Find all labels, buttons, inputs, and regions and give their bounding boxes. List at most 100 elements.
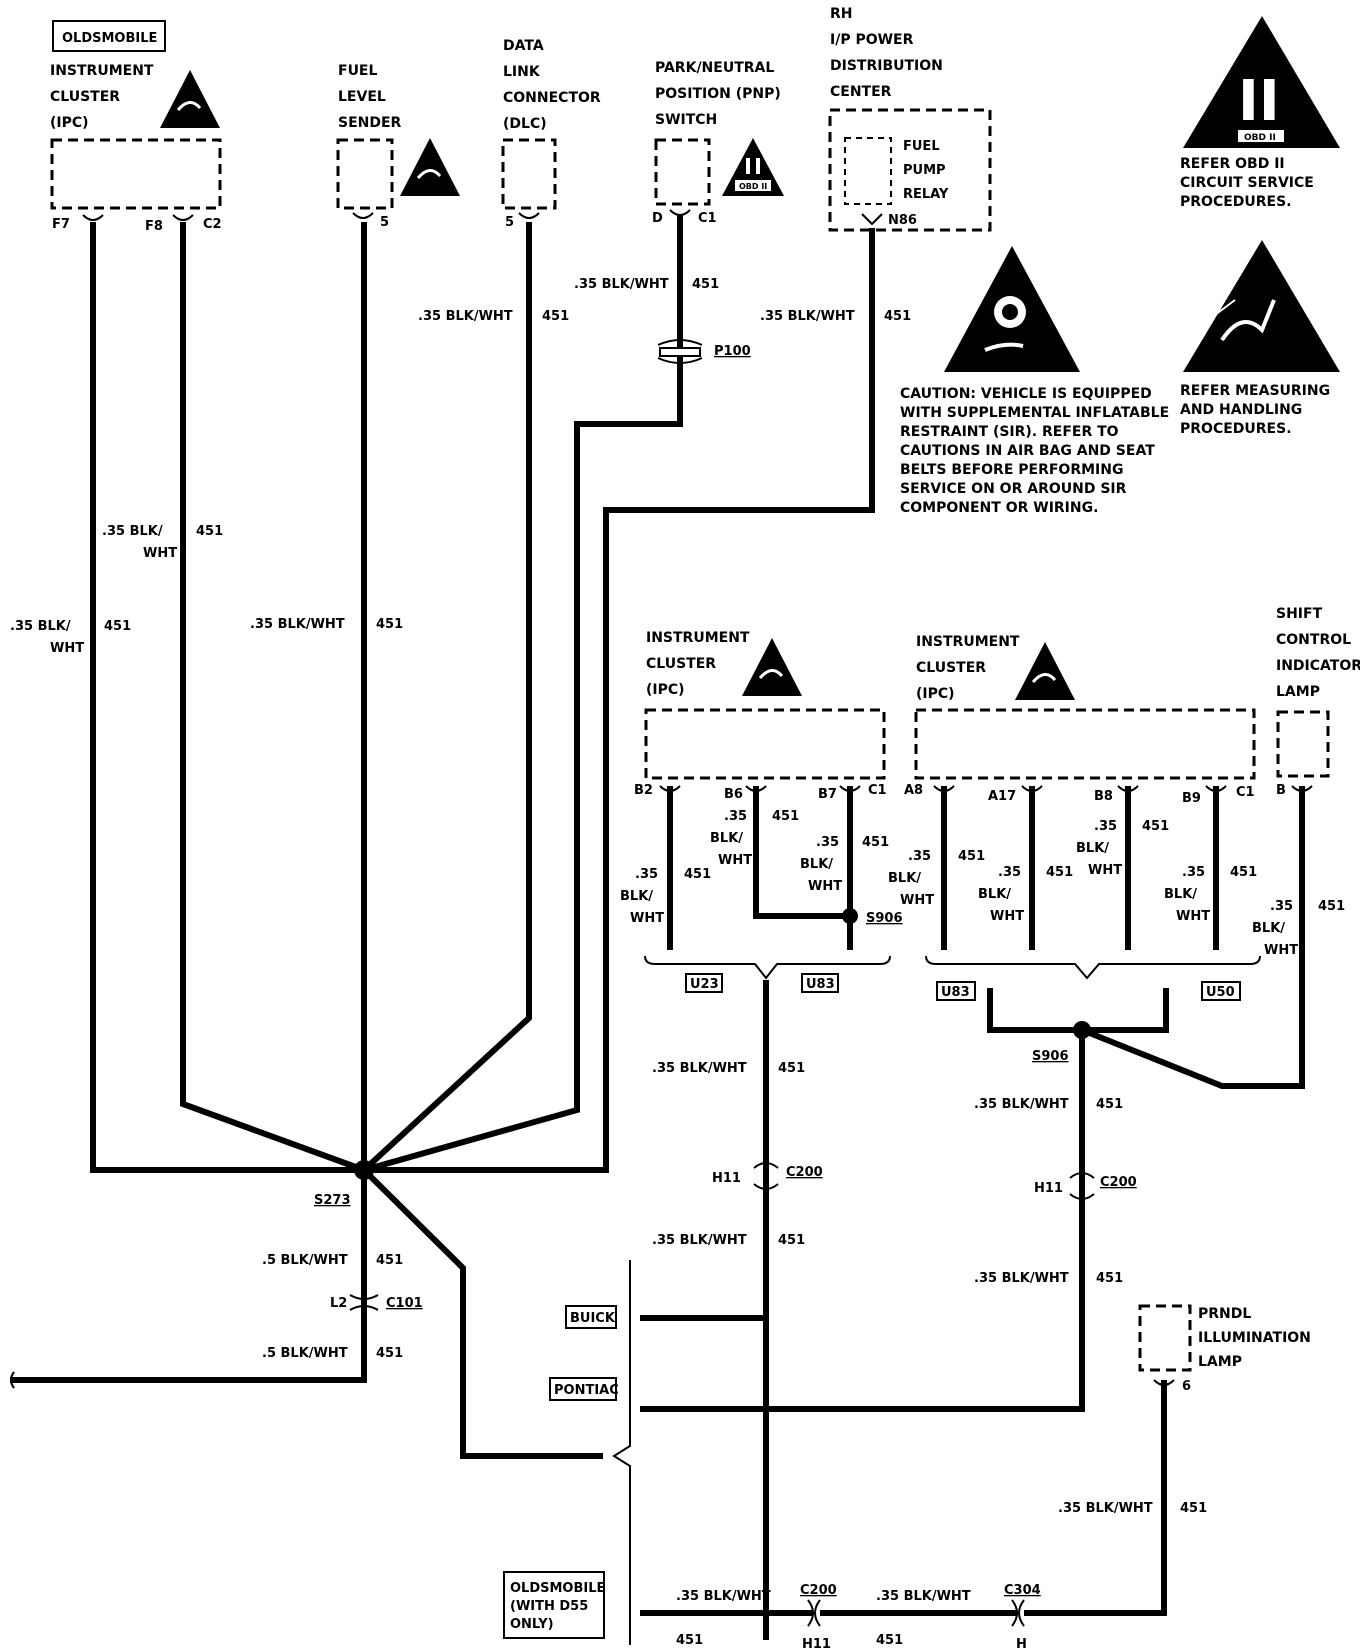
obd-small-caption: OBD II xyxy=(739,182,767,191)
olds-ipc-label-2: CLUSTER xyxy=(50,89,120,105)
wl-pontiac-lower-circuit: 451 xyxy=(1096,1271,1123,1286)
ipc-pontiac-label-1: INSTRUMENT xyxy=(916,634,1020,650)
caution-line-4: CAUTIONS IN AIR BAG AND SEAT xyxy=(900,443,1155,459)
pnp-pin-d: D xyxy=(652,211,663,226)
wire-label-f8-gauge: .35 BLK/ xyxy=(102,524,163,539)
c200-olds-label: C200 xyxy=(800,1583,837,1598)
component-shift-lamp: SHIFT CONTROL INDICATOR LAMP B xyxy=(1276,606,1360,798)
u83-pontiac-label: U83 xyxy=(941,985,970,1000)
wl-b7-gauge: .35 xyxy=(816,835,839,850)
esd-icon xyxy=(1015,642,1075,700)
wire-b6 xyxy=(753,786,850,919)
buick-option-brace xyxy=(644,955,891,980)
wl-a8-gauge: .35 xyxy=(908,849,931,864)
esd-note-3: PROCEDURES. xyxy=(1180,421,1292,437)
obd-note-2: CIRCUIT SERVICE xyxy=(1180,175,1314,191)
fuel-sender-label-2: LEVEL xyxy=(338,89,386,105)
wl-a17-color-b: WHT xyxy=(990,909,1024,924)
obd-note-1: REFER OBD II xyxy=(1180,156,1285,172)
u50-label: U50 xyxy=(1206,985,1235,1000)
s906-buick-label: S906 xyxy=(866,911,903,926)
olds-ipc-box xyxy=(50,138,222,210)
wire-label-ipdc-circuit: 451 xyxy=(884,309,911,324)
pontiac-label: PONTIAC xyxy=(554,1383,619,1398)
wl-b2-color-b: WHT xyxy=(630,911,664,926)
fuel-sender-label-1: FUEL xyxy=(338,63,377,79)
s906-pontiac-label: S906 xyxy=(1032,1049,1069,1064)
wl-b7-circuit: 451 xyxy=(862,835,889,850)
u83-buick-label: U83 xyxy=(806,977,835,992)
ipdc-label-2: I/P POWER xyxy=(830,32,914,48)
buick-wire-labels: .35 BLK/ WHT 451 .35 BLK/ WHT 451 .35 BL… xyxy=(620,809,889,1248)
ipc-buick-label-2: CLUSTER xyxy=(646,656,716,672)
wl-b2-gauge: .35 xyxy=(635,867,658,882)
shift-lamp-label-3: INDICATOR xyxy=(1276,658,1360,674)
pontiac-wires xyxy=(640,785,1313,1412)
wl-b9-gauge: .35 xyxy=(1182,865,1205,880)
ipc-buick-pin-b7: B7 xyxy=(818,787,837,802)
connector-c200-buick: H11 C200 xyxy=(712,1162,823,1190)
wl-b6-circuit: 451 xyxy=(772,809,799,824)
wire-label-c101-down-circuit: 451 xyxy=(376,1346,403,1361)
h-label: H xyxy=(1016,1637,1027,1652)
ipc-pontiac-pin-c1: C1 xyxy=(1236,785,1255,800)
wl-b8-gauge: .35 xyxy=(1094,819,1117,834)
u50-box xyxy=(1201,981,1241,1001)
caution-line-5: BELTS BEFORE PERFORMING xyxy=(900,462,1123,478)
wire-dlc-s273 xyxy=(361,222,532,1173)
wire-ipdc-s273 xyxy=(364,228,875,1173)
ipc-buick-pin-b2: B2 xyxy=(634,783,653,798)
ipc-pontiac-pin-a17: A17 xyxy=(988,789,1016,804)
dlc-terminal xyxy=(518,212,540,219)
splice-s273 xyxy=(354,1160,374,1180)
wl-pontiac-lower: .35 BLK/WHT xyxy=(974,1271,1069,1286)
wl-olds-1-circuit: 451 xyxy=(676,1633,703,1648)
obd-ii-caption: OBD II xyxy=(1244,133,1276,143)
component-pnp-switch: PARK/NEUTRAL POSITION (PNP) SWITCH D C1 … xyxy=(652,60,784,226)
olds-ipc-pin-f7: F7 xyxy=(52,217,70,232)
wl-a8-color-a: BLK/ xyxy=(888,871,921,886)
olds-d55-label-2: (WITH D55 xyxy=(510,1599,588,1614)
wl-pontiac-trunk: .35 BLK/WHT xyxy=(974,1097,1069,1112)
olds-ipc-pin-f8: F8 xyxy=(145,219,163,234)
dlc-label-4: (DLC) xyxy=(503,116,547,132)
pontiac-wire-labels: .35 BLK/ WHT 451 .35 BLK/ WHT 451 .35 BL… xyxy=(888,819,1345,1286)
wl-a17-color-a: BLK/ xyxy=(978,887,1011,902)
splice-s906-buick xyxy=(842,908,858,924)
u83-buick-box xyxy=(801,973,839,993)
ipdc-terminal xyxy=(861,213,883,226)
prndl-label-1: PRNDL xyxy=(1198,1306,1251,1322)
shift-lamp-label-4: LAMP xyxy=(1276,684,1320,700)
wl-b9-circuit: 451 xyxy=(1230,865,1257,880)
obd-ii-symbol: II xyxy=(1238,69,1280,134)
wl-shift-color-b: WHT xyxy=(1264,943,1298,958)
wl-b7-color-a: BLK/ xyxy=(800,857,833,872)
obd-ii-icon: II OBD II xyxy=(1183,16,1340,148)
wire-label-f8-circuit: 451 xyxy=(196,524,223,539)
wl-olds-2-circuit: 451 xyxy=(876,1633,903,1648)
u83-pontiac-box xyxy=(936,981,976,1001)
wl-shift-gauge: .35 xyxy=(1270,899,1293,914)
wl-a8-color-b: WHT xyxy=(900,893,934,908)
wl-a17-circuit: 451 xyxy=(1046,865,1073,880)
olds-d55-wire-labels: .35 BLK/WHT 451 .35 BLK/WHT 451 .35 BLK/… xyxy=(676,1501,1207,1648)
caution-note: CAUTION: VEHICLE IS EQUIPPED WITH SUPPLE… xyxy=(900,386,1169,516)
connector-c101: L2 C101 xyxy=(330,1294,423,1311)
l2-label: L2 xyxy=(330,1296,347,1311)
wire-label-dlc-circuit: 451 xyxy=(542,309,569,324)
obd-note-3: PROCEDURES. xyxy=(1180,194,1292,210)
wl-buick-trunk-circuit: 451 xyxy=(778,1061,805,1076)
wire-prndl-c304 xyxy=(1024,1380,1167,1616)
h11-olds-label: H11 xyxy=(802,1637,831,1652)
wl-a8-circuit: 451 xyxy=(958,849,985,864)
wl-b6-color-a: BLK/ xyxy=(710,831,743,846)
pontiac-box xyxy=(549,1377,617,1401)
wire-shift-lamp xyxy=(1080,786,1305,1089)
component-prndl-lamp: PRNDL ILLUMINATION LAMP 6 xyxy=(1138,1304,1311,1394)
wl-b8-color-a: BLK/ xyxy=(1076,841,1109,856)
wl-buick-lower: .35 BLK/WHT xyxy=(652,1233,747,1248)
connector-p100: P100 xyxy=(657,339,751,364)
relay-label-2: PUMP xyxy=(903,163,946,178)
wire-label-f8-color: WHT xyxy=(143,546,177,561)
